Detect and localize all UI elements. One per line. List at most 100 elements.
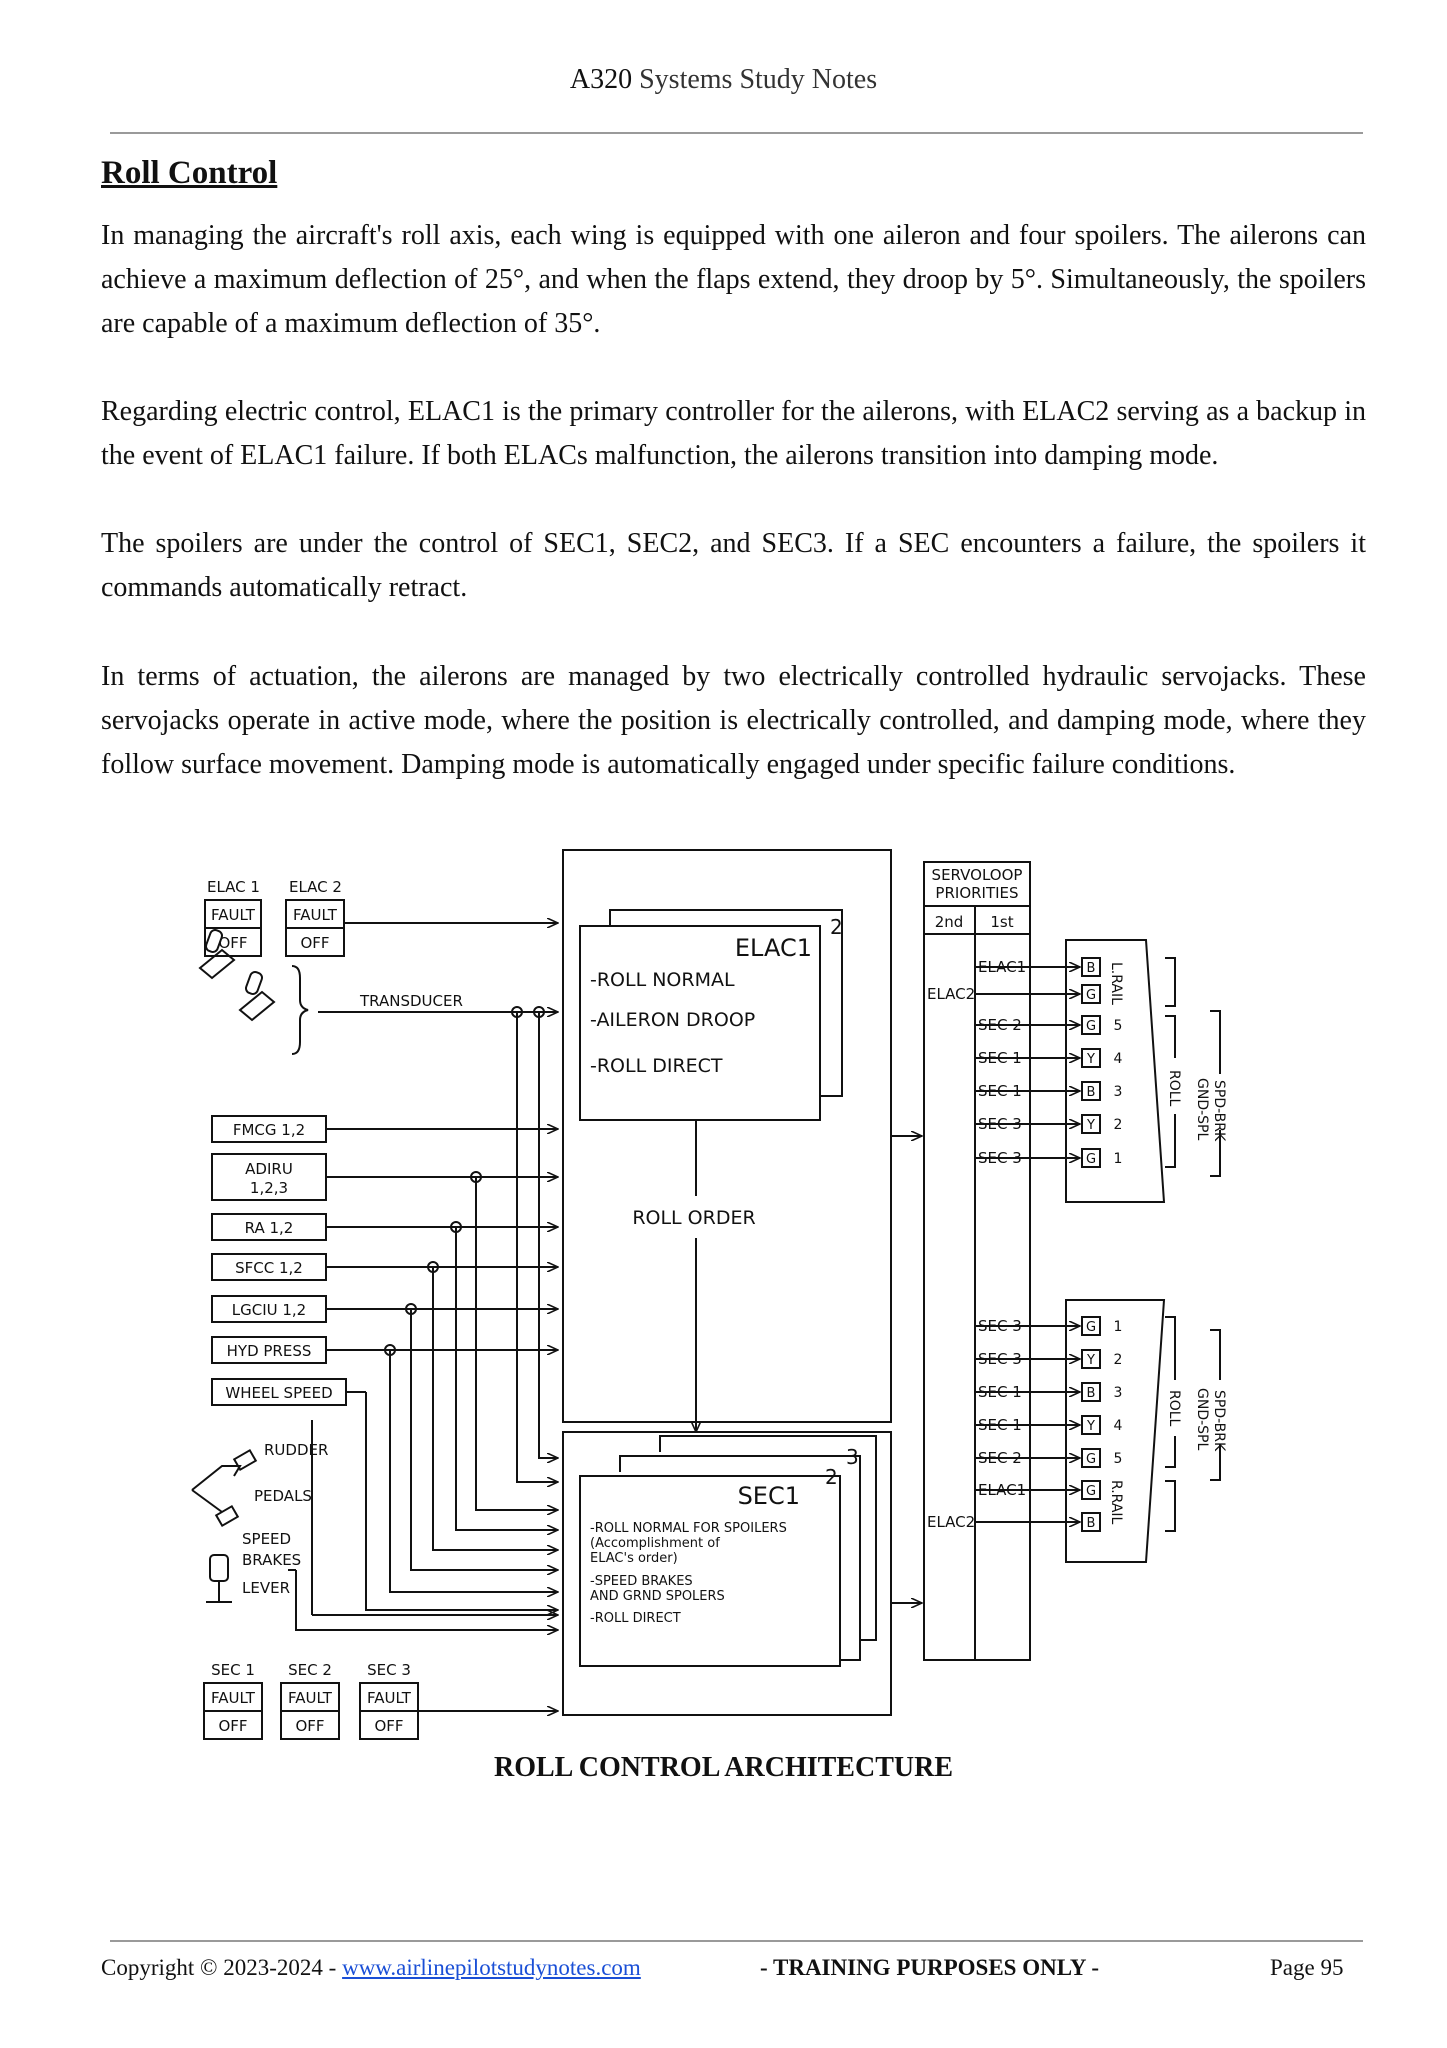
elac-box-title: ELAC1 [735,934,812,962]
sec-box-title: SEC1 [738,1482,800,1510]
left-src-3: SEC 2 [978,1016,1022,1034]
rudder-label: RUDDER [264,1441,328,1459]
page-number: Page 95 [1270,1955,1344,1980]
left-src-4: SEC 1 [978,1049,1022,1067]
sec-line-1: -ROLL NORMAL FOR SPOILERS [590,1521,787,1536]
header-title-rest: Systems Study Notes [632,64,878,95]
left-num-4: 4 [1114,1051,1123,1067]
sec-box-index-3: 3 [846,1445,859,1469]
left-num-2: 2 [1114,1117,1123,1133]
speed-brake-lever-icon [206,1554,232,1603]
right-hyd-2: Y [1086,1353,1095,1368]
left-num-3: 3 [1114,1084,1123,1100]
left-gnd-spl-label: GND-SPL [1194,1078,1210,1140]
left-hyd-2: G [1086,988,1096,1003]
right-spd-brk-label: SPD-BRK [1211,1390,1227,1452]
section-title: Roll Control [101,155,278,191]
sec1-panel-name: SEC 1 [211,1661,255,1679]
left-spd-brk-label: SPD-BRK [1211,1080,1227,1142]
adiru-label: ADIRU [245,1160,293,1178]
servoloop-2nd: 2nd [935,913,964,931]
sec-line-4: -SPEED BRAKES [590,1574,693,1589]
right-wing-surfaces [1065,1299,1166,1563]
elac-line-3: -ROLL DIRECT [590,1055,723,1077]
right-num-2: 2 [1114,1352,1123,1368]
elac1-fault: FAULT [211,906,256,924]
right-hyd-7: B [1087,1516,1096,1531]
elac-line-1: -ROLL NORMAL [590,969,735,991]
sec2-fault: FAULT [288,1689,333,1707]
left-hyd-1: B [1087,961,1096,976]
diagram-caption: ROLL CONTROL ARCHITECTURE [494,1752,953,1783]
right-num-5: 5 [1114,1451,1123,1467]
left-num-1: 1 [1114,1151,1123,1167]
left-src-5: SEC 1 [978,1082,1022,1100]
right-num-4: 4 [1114,1418,1123,1434]
right-src-7: ELAC2 [927,1513,975,1531]
website-link[interactable]: www.airlinepilotstudynotes.com [342,1955,641,1980]
sec1-box [579,1475,841,1667]
paragraph-1: In managing the aircraft's roll axis, ea… [101,220,1366,339]
servoloop-1st: 1st [990,913,1013,931]
right-src-6: ELAC1 [978,1481,1026,1499]
ra-label: RA 1,2 [245,1219,294,1237]
fmcg-label: FMCG 1,2 [233,1121,305,1139]
left-src-1: ELAC1 [978,958,1026,976]
pedals-label: PEDALS [254,1487,312,1505]
sec2-off: OFF [295,1717,324,1735]
left-hyd-4: Y [1086,1052,1095,1067]
right-src-5: SEC 2 [978,1449,1022,1467]
elac-line-2: -AILERON DROOP [590,1009,755,1031]
right-hyd-4: Y [1086,1419,1095,1434]
servoloop-title-1: SERVOLOOP [932,866,1023,884]
left-hyd-5: B [1087,1085,1096,1100]
elac2-off: OFF [300,934,329,952]
left-roll-label: ROLL [1166,1070,1182,1107]
left-src-6: SEC 3 [978,1115,1022,1133]
right-src-1: SEC 3 [978,1317,1022,1335]
right-hyd-1: G [1086,1320,1096,1335]
sec3-panel-name: SEC 3 [367,1661,411,1679]
elac1-panel-name: ELAC 1 [207,878,260,896]
elac2-panel-name: ELAC 2 [289,878,342,896]
right-hyd-6: G [1086,1484,1096,1499]
right-src-2: SEC 3 [978,1350,1022,1368]
roll-control-diagram: ELAC 1 ELAC 2 FAULT OFF FAULT OFF TRANSD… [191,849,1227,1740]
adiru-sub-label: 1,2,3 [250,1179,288,1197]
rudder-pedals-icon [191,1448,258,1528]
sec-line-2: (Accomplishment of [590,1536,720,1551]
page-header: A320 Systems Study Notes [0,64,1447,96]
lgciu-label: LGCIU 1,2 [232,1301,306,1319]
sidestick-icon [198,929,276,1022]
sec-computer [562,1431,892,1716]
sec-line-3: ELAC's order) [590,1551,678,1566]
header-divider [110,132,1363,134]
sec1-off: OFF [218,1717,247,1735]
elac1-box [579,925,821,1121]
r-rail-label: R.RAIL [1108,1480,1124,1525]
sec2-panel-name: SEC 2 [288,1661,332,1679]
wheel-speed-label: WHEEL SPEED [225,1384,332,1402]
elac2-fault: FAULT [293,906,338,924]
speed-label: SPEED [242,1530,291,1548]
hyd-press-label: HYD PRESS [227,1342,312,1360]
servoloop-title-2: PRIORITIES [935,884,1018,902]
left-wing-surfaces [1065,939,1166,1203]
servoloop-column [923,905,1031,1661]
footer-training-notice: - TRAINING PURPOSES ONLY - [760,1955,1100,1980]
sec3-fault: FAULT [367,1689,412,1707]
paragraph-2: Regarding electric control, ELAC1 is the… [101,396,1366,471]
left-src-7: SEC 3 [978,1149,1022,1167]
sec1-fault: FAULT [211,1689,256,1707]
footer-copyright: Copyright © 2023-2024 - www.airlinepilot… [101,1955,641,1981]
right-roll-label: ROLL [1166,1390,1182,1427]
right-hyd-3: B [1087,1386,1096,1401]
paragraph-3: The spoilers are under the control of SE… [101,528,1366,603]
header-title-strong: A320 [569,64,633,95]
elac-box-index: 2 [830,915,843,939]
sec-line-5: AND GRND SPOLERS [590,1589,725,1604]
transducer-label: TRANSDUCER [359,992,463,1010]
sec3-off: OFF [374,1717,403,1735]
left-num-5: 5 [1114,1018,1123,1034]
right-hyd-5: G [1086,1452,1096,1467]
